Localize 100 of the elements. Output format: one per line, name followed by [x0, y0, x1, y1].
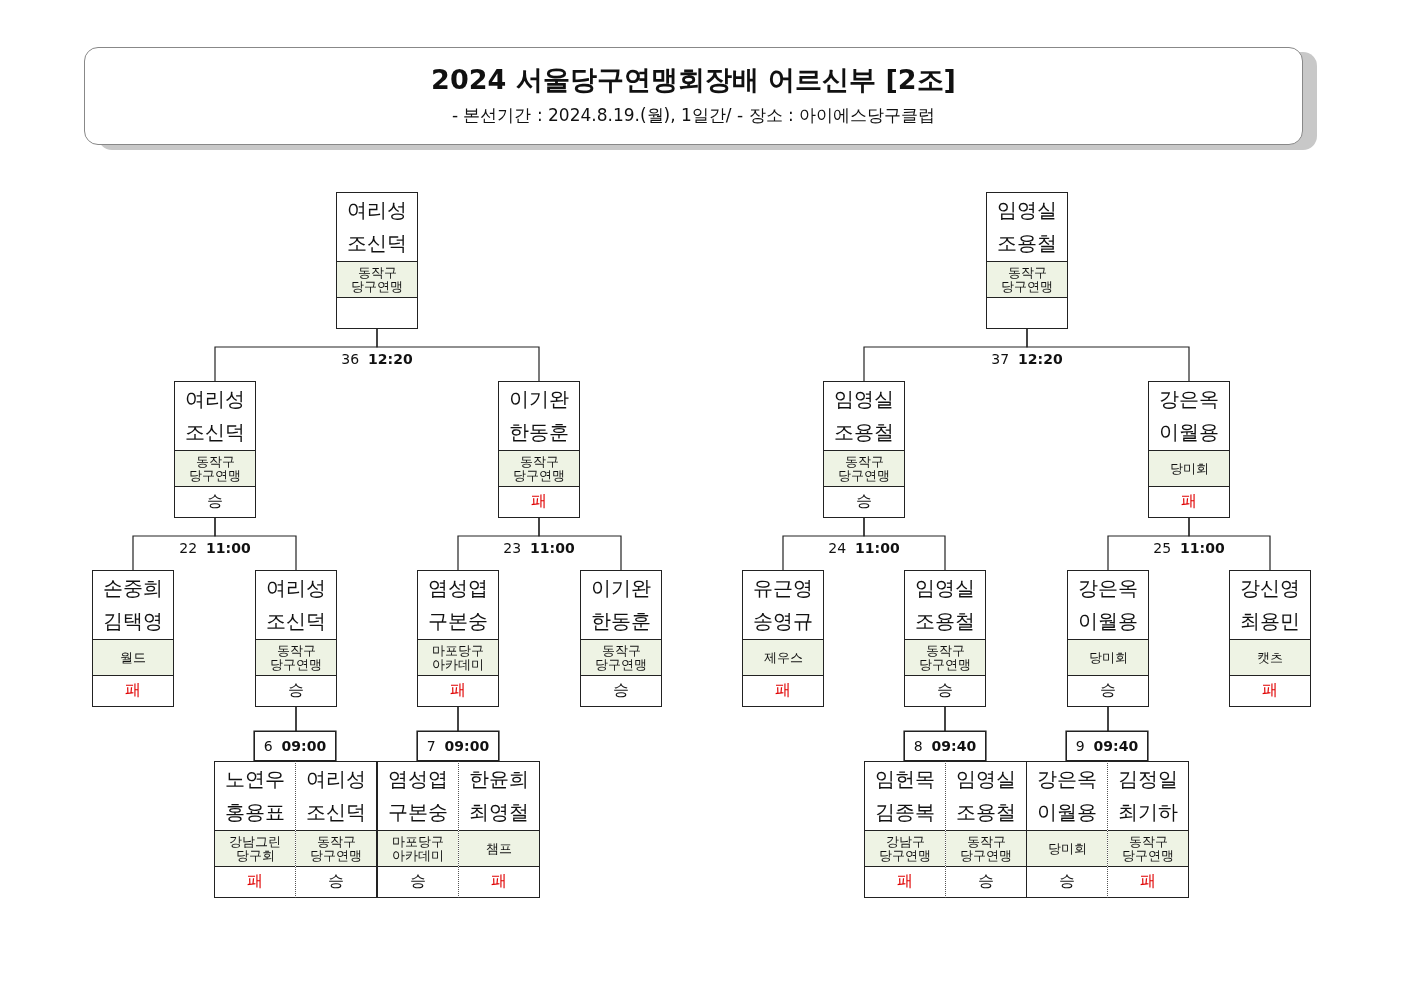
result-label: 패: [1181, 490, 1197, 512]
club-label: 동작구 당구연맹: [946, 830, 1026, 867]
club-label: 동작구 당구연맹: [824, 450, 904, 487]
player-name: 강은옥: [1078, 576, 1138, 600]
player-name: 여리성: [347, 198, 407, 222]
player-name: 강은옥: [1037, 767, 1097, 791]
player-name: 이월용: [1159, 420, 1219, 444]
result-label: 승: [937, 679, 953, 701]
entry-box: [904, 570, 986, 707]
entry-box: [377, 761, 459, 898]
player-name: 구본숭: [388, 800, 448, 824]
entry-box: [255, 570, 337, 707]
player-name: 한동훈: [591, 609, 651, 633]
connector-line: [1026, 328, 1190, 382]
player-name: 강신영: [1240, 576, 1300, 600]
club-label: 동작구 당구연맹: [581, 639, 661, 676]
player-name: 임영실: [997, 198, 1057, 222]
player-name: 이월용: [1037, 800, 1097, 824]
entry-box: [336, 192, 418, 329]
result-label: 패: [247, 870, 263, 892]
player-name: 염성엽: [388, 767, 448, 791]
connector-line: [376, 328, 540, 382]
player-name: 여리성: [306, 767, 366, 791]
result-label: 패: [1262, 679, 1278, 701]
player-name: 한동훈: [509, 420, 569, 444]
title: 2024 서울당구연맹회장배 어르신부 [2조]: [431, 63, 956, 97]
result-label: 패: [531, 490, 547, 512]
match-label: 8 09:40: [904, 731, 986, 761]
club-label: 캣츠: [1230, 639, 1310, 676]
subtitle: - 본선기간 : 2024.8.19.(월), 1일간/ - 장소 : 아이에스당구클럽: [451, 104, 936, 127]
entry-box: [986, 192, 1068, 329]
player-name: 강은옥: [1159, 387, 1219, 411]
club-label: 동작구 당구연맹: [987, 261, 1067, 298]
club-label: 당미회: [1068, 639, 1148, 676]
player-name: 임영실: [834, 387, 894, 411]
result-label: 승: [978, 870, 994, 892]
player-name: 임헌목: [875, 767, 935, 791]
player-name: 김종복: [875, 800, 935, 824]
result-label: 승: [856, 490, 872, 512]
player-name: 조용철: [834, 420, 894, 444]
club-label: 동작구 당구연맹: [256, 639, 336, 676]
result-label: 승: [1100, 679, 1116, 701]
entry-box: [864, 761, 946, 898]
result-label: 패: [125, 679, 141, 701]
club-label: 당미회: [1149, 450, 1229, 487]
connector-line: [214, 517, 297, 571]
player-name: 유근영: [753, 576, 813, 600]
entry-box: [1026, 761, 1108, 898]
club-label: 동작구 당구연맹: [905, 639, 985, 676]
entry-box: [945, 761, 1027, 898]
result-label: 패: [491, 870, 507, 892]
player-name: 이월용: [1078, 609, 1138, 633]
result-label: 승: [207, 490, 223, 512]
player-name: 임영실: [956, 767, 1016, 791]
club-label: 동작구 당구연맹: [337, 261, 417, 298]
player-name: 최영철: [469, 800, 529, 824]
match-label: 9 09:40: [1066, 731, 1148, 761]
club-label: 동작구 당구연맹: [499, 450, 579, 487]
entry-box: [580, 570, 662, 707]
player-name: 송영규: [753, 609, 813, 633]
player-name: 구본숭: [428, 609, 488, 633]
entry-box: [458, 761, 540, 898]
player-name: 김택영: [103, 609, 163, 633]
club-label: 마포당구 아카데미: [418, 639, 498, 676]
player-name: 여리성: [185, 387, 245, 411]
result-label: 승: [613, 679, 629, 701]
result-label: 패: [775, 679, 791, 701]
player-name: 염성엽: [428, 576, 488, 600]
result-label: 패: [1140, 870, 1156, 892]
club-label: 제우스: [743, 639, 823, 676]
player-name: 이기완: [509, 387, 569, 411]
player-name: 조용철: [915, 609, 975, 633]
club-label: 당미회: [1027, 830, 1107, 867]
connector-line: [1188, 517, 1271, 571]
club-label: 강남그린 당구회: [215, 830, 295, 867]
player-name: 최용민: [1240, 609, 1300, 633]
player-name: 조용철: [956, 800, 1016, 824]
entry-box: [417, 570, 499, 707]
player-name: 김정일: [1118, 767, 1178, 791]
entry-box: [1067, 570, 1149, 707]
result-label: 패: [450, 679, 466, 701]
entry-box: [174, 381, 256, 518]
entry-box: [498, 381, 580, 518]
result-label: 승: [410, 870, 426, 892]
club-label: 마포당구 아카데미: [378, 830, 458, 867]
player-name: 조신덕: [185, 420, 245, 444]
result-label: 패: [897, 870, 913, 892]
result-label: 승: [1059, 870, 1075, 892]
result-label: 승: [288, 679, 304, 701]
club-label: 동작구 당구연맹: [175, 450, 255, 487]
player-name: 한윤희: [469, 767, 529, 791]
player-name: 조신덕: [306, 800, 366, 824]
result-label: 승: [328, 870, 344, 892]
player-name: 홍용표: [225, 800, 285, 824]
connector-line: [863, 517, 946, 571]
match-label: 6 09:00: [254, 731, 336, 761]
club-label: 동작구 당구연맹: [296, 830, 376, 867]
match-label: 7 09:00: [417, 731, 499, 761]
club-label: 강남구 당구연맹: [865, 830, 945, 867]
player-name: 손중희: [103, 576, 163, 600]
